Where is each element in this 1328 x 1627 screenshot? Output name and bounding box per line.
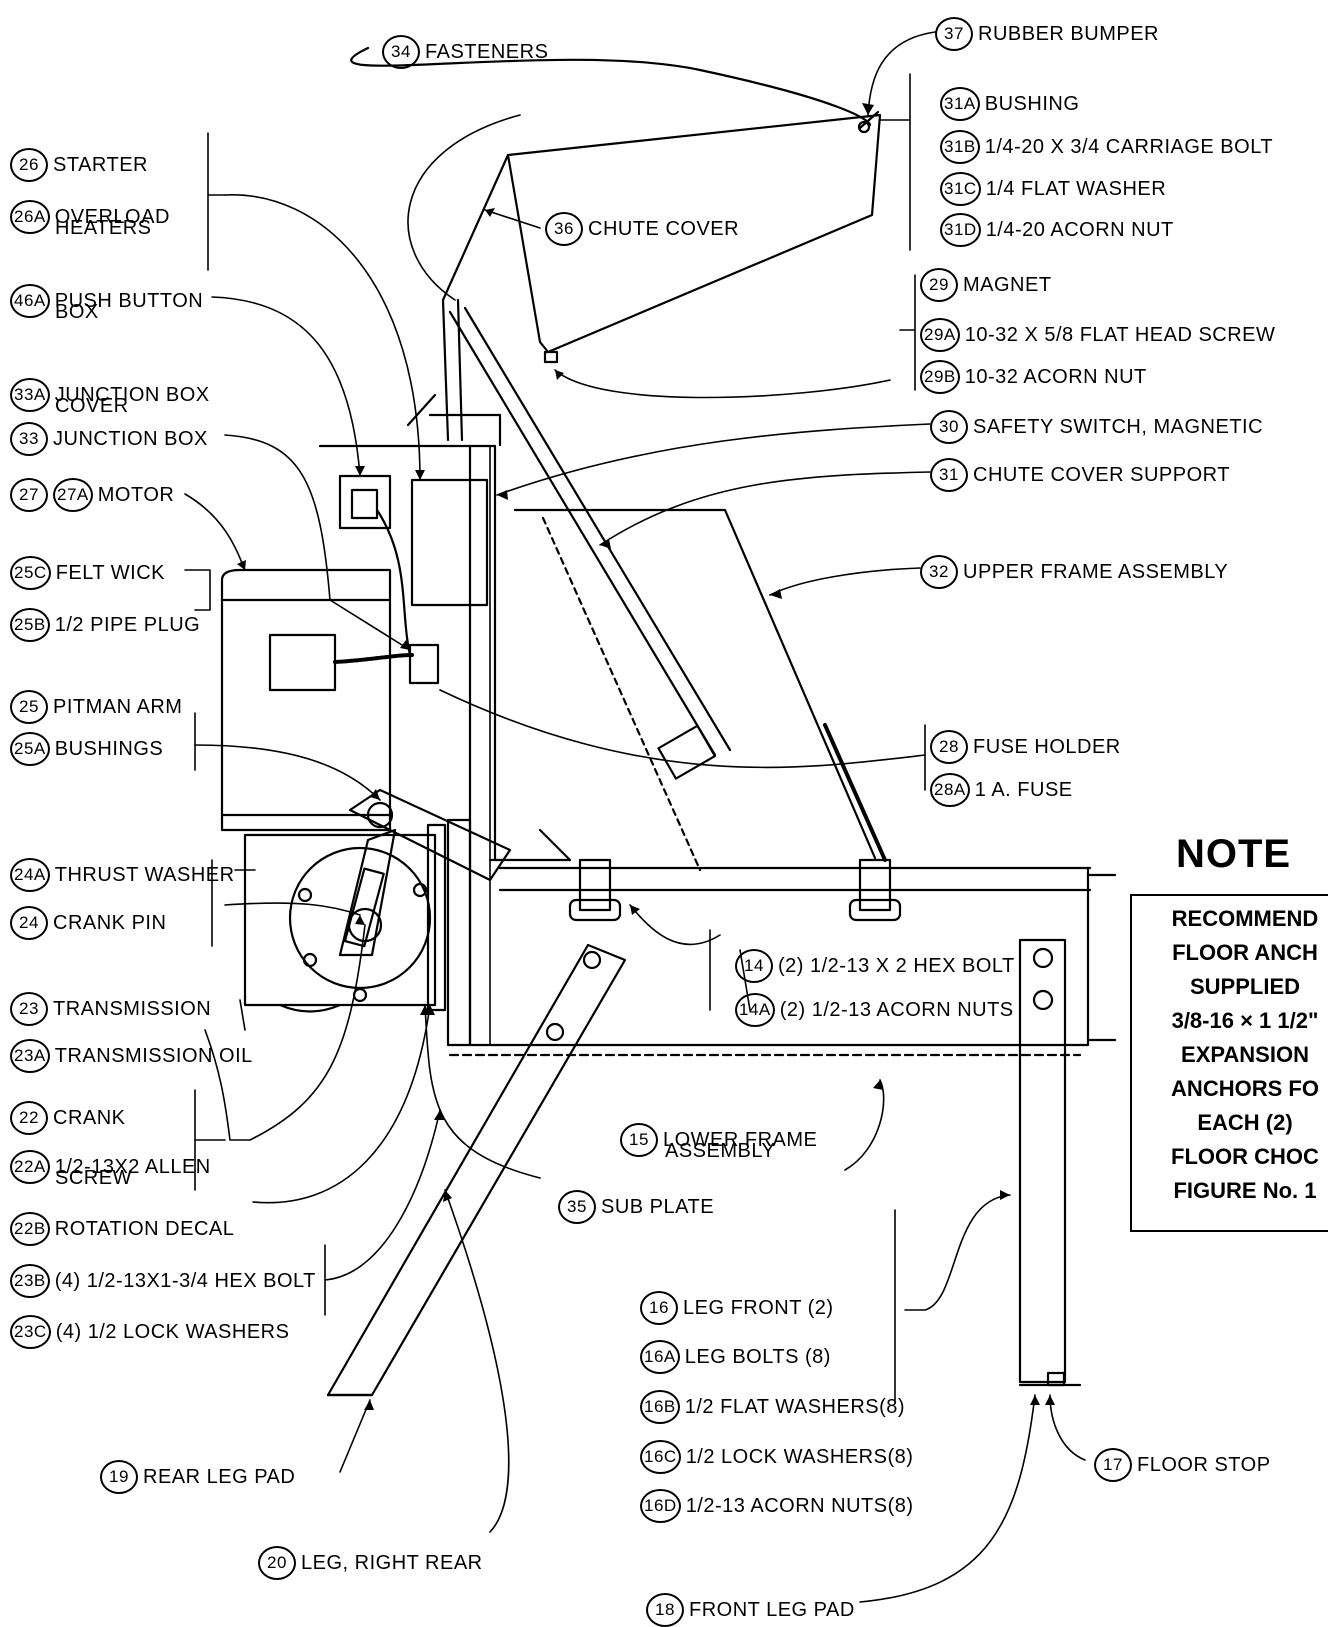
note-line: EXPANSION (1181, 1042, 1309, 1067)
note-line: FLOOR ANCH (1172, 940, 1318, 965)
upper-frame-assembly (513, 508, 887, 872)
front-leg (1018, 938, 1082, 1387)
note-line: SUPPLIED (1189, 974, 1301, 999)
label-23b: 23B(4) 1/2-13X1-3/4 HEX BOLT (10, 1264, 316, 1298)
arrowheads (237, 103, 1055, 1410)
lower-frame-assembly (426, 444, 1117, 1057)
chute-cover-support (406, 298, 732, 780)
note-line: RECOMMEND (1171, 906, 1319, 931)
pitman-arm (338, 788, 512, 957)
note-line: 3/8-16 × 1 1/2" (1171, 1008, 1319, 1033)
chute-cover (441, 110, 882, 364)
note-line: ANCHORS FO (1171, 1076, 1319, 1101)
fasteners-leader (350, 46, 872, 127)
transmission (243, 833, 437, 1013)
note-box: RECOMMEND FLOOR ANCH SUPPLIED 3/8-16 × 1… (1130, 894, 1328, 1232)
note-line: EACH (2) (1197, 1110, 1293, 1135)
note-line: FIGURE No. 1 (1173, 1178, 1317, 1203)
leader-lines (184, 31, 1086, 1603)
note-line: FLOOR CHOC (1171, 1144, 1319, 1169)
junction-box (318, 444, 497, 862)
note-heading: NOTE (1176, 832, 1292, 876)
rear-leg (326, 943, 627, 1397)
label-23c: 23C(4) 1/2 LOCK WASHERS (10, 1315, 289, 1349)
label-14a: 14A(2) 1/2-13 ACORN NUTS (735, 993, 1014, 1027)
label-14: 14(2) 1/2-13 X 2 HEX BOLT (735, 949, 1015, 983)
